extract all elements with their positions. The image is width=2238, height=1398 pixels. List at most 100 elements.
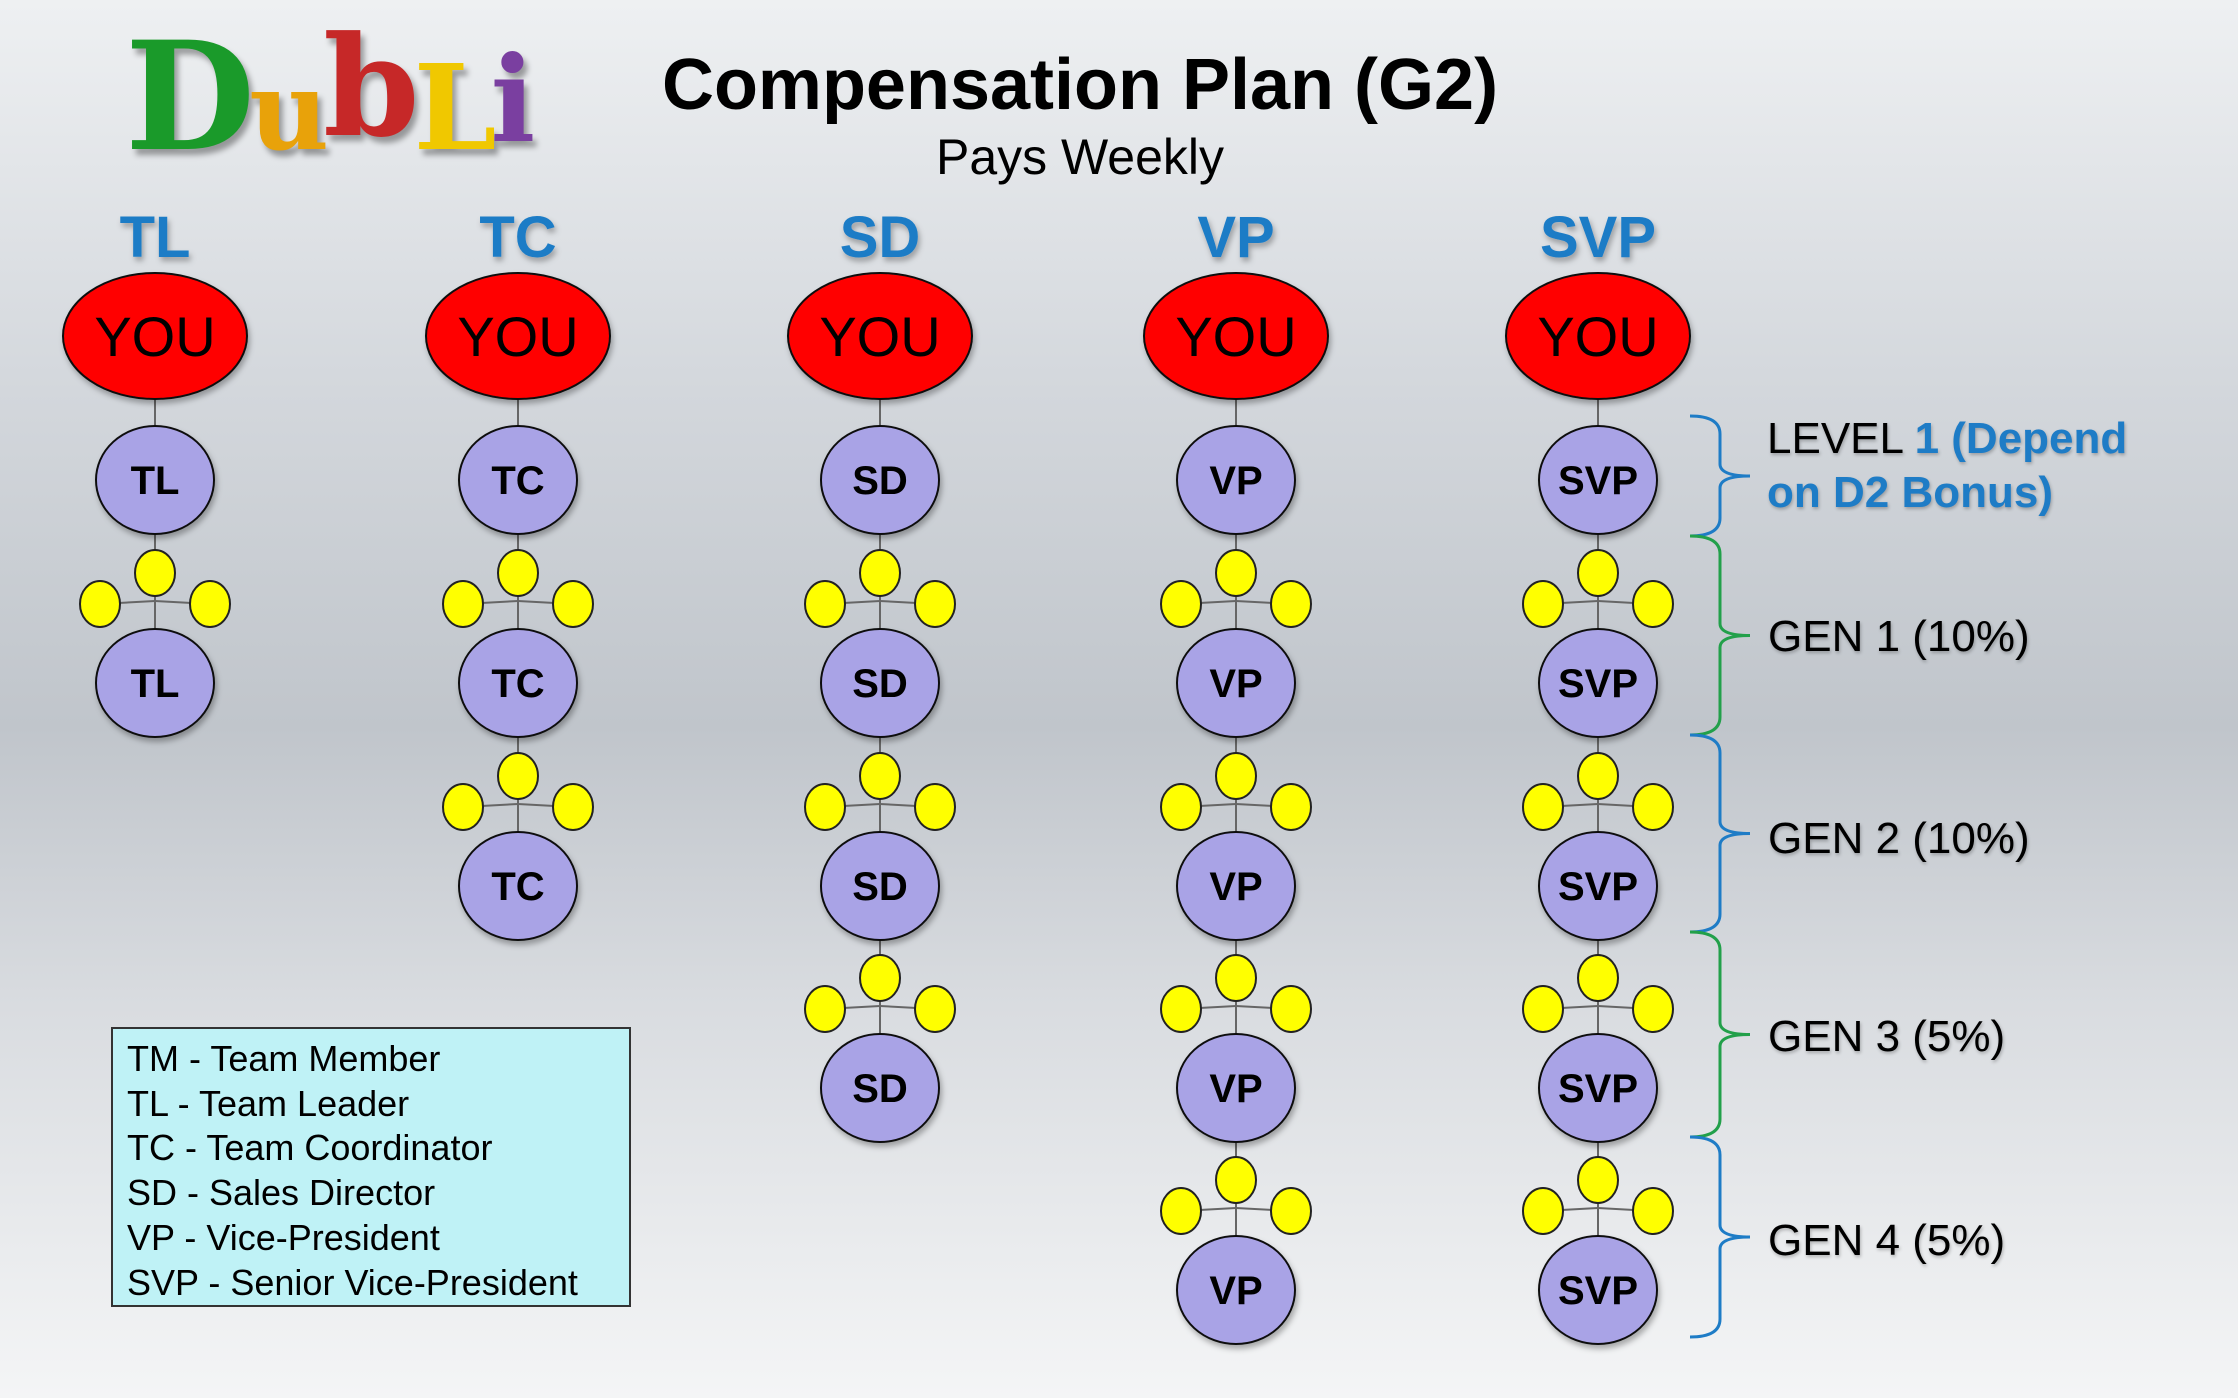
team-member-node — [1577, 1156, 1619, 1204]
level-label: GEN 4 (5%) — [1768, 1216, 2006, 1265]
you-node-label: YOU — [94, 305, 215, 368]
team-member-node — [1215, 549, 1257, 597]
rank-node-label: SVP — [1558, 1067, 1638, 1111]
you-node — [425, 272, 611, 400]
rank-node — [1176, 628, 1296, 738]
dubli-logo: DubLi — [125, 9, 536, 185]
logo-letter: i — [490, 30, 536, 169]
rank-node — [1538, 831, 1658, 941]
rank-node-label: TC — [491, 662, 544, 706]
level-brace — [1689, 414, 1751, 538]
rank-node — [458, 628, 578, 738]
team-member-node — [1270, 783, 1312, 831]
rank-node — [458, 831, 578, 941]
team-member-node — [1270, 1187, 1312, 1235]
level-label: on D2 Bonus) — [1767, 468, 2053, 517]
level-1-label: LEVEL 1 (Depend — [1767, 414, 2127, 464]
rank-node-label: SD — [852, 865, 908, 909]
you-node — [787, 272, 973, 400]
team-member-node — [1215, 954, 1257, 1002]
team-member-node — [1215, 752, 1257, 800]
column-heading: VP — [1197, 205, 1274, 270]
rank-node — [820, 831, 940, 941]
team-member-node — [1160, 1187, 1202, 1235]
team-member-node — [1577, 954, 1619, 1002]
team-member-node — [914, 783, 956, 831]
logo-letter: D — [125, 9, 255, 185]
team-member-node — [1522, 783, 1564, 831]
team-member-node — [1522, 1187, 1564, 1235]
rank-node-label: TL — [131, 662, 180, 706]
page-subtitle: Pays Weekly — [935, 129, 1225, 185]
team-member-node — [442, 580, 484, 628]
rank-node-label: SD — [852, 662, 908, 706]
legend-item: TC - Team Coordinator — [127, 1127, 493, 1169]
team-member-node — [1160, 783, 1202, 831]
team-member-node — [1632, 1187, 1674, 1235]
level-brace — [1689, 1135, 1751, 1339]
rank-node — [1176, 1033, 1296, 1143]
team-member-node — [804, 985, 846, 1033]
logo-letter: b — [323, 5, 419, 168]
level-brace — [1689, 733, 1751, 934]
team-member-node — [1270, 985, 1312, 1033]
you-node — [62, 272, 248, 400]
you-node-label: YOU — [1175, 305, 1296, 368]
team-member-node — [914, 580, 956, 628]
rank-node-label: SD — [852, 1067, 908, 1111]
column-heading: SVP — [1540, 205, 1656, 270]
team-member-node — [1522, 985, 1564, 1033]
rank-node — [95, 425, 215, 535]
team-member-node — [1632, 985, 1674, 1033]
level-word: LEVEL — [1767, 414, 1915, 463]
team-member-node — [1160, 985, 1202, 1033]
team-member-node — [497, 549, 539, 597]
column-heading: TL — [120, 205, 191, 270]
rank-node-label: SVP — [1558, 459, 1638, 503]
team-member-node — [442, 783, 484, 831]
level-label: GEN 3 (5%) — [1768, 1012, 2006, 1061]
team-member-node — [134, 549, 176, 597]
rank-node-label: SVP — [1558, 1269, 1638, 1313]
rank-node — [1538, 425, 1658, 535]
level-label: GEN 1 (10%) — [1768, 612, 2030, 661]
team-member-node — [1632, 783, 1674, 831]
team-member-node — [1270, 580, 1312, 628]
team-member-node — [497, 752, 539, 800]
you-node-label: YOU — [819, 305, 940, 368]
level-brace — [1689, 534, 1751, 737]
legend-item: TL - Team Leader — [127, 1082, 410, 1124]
team-member-node — [1215, 1156, 1257, 1204]
rank-node — [820, 425, 940, 535]
team-member-node — [552, 580, 594, 628]
team-member-node — [804, 783, 846, 831]
team-member-node — [189, 580, 231, 628]
team-member-node — [79, 580, 121, 628]
legend-box: TM - Team Member TL - Team Leader TC - T… — [111, 1027, 631, 1307]
column-heading: TC — [479, 205, 556, 270]
level-brace — [1689, 930, 1751, 1139]
rank-node-label: VP — [1209, 459, 1262, 503]
legend-item: SD - Sales Director — [127, 1172, 436, 1214]
team-member-node — [552, 783, 594, 831]
you-node-label: YOU — [457, 305, 578, 368]
rank-node — [1538, 1235, 1658, 1345]
page-title: Compensation Plan (G2) — [661, 45, 1499, 125]
rank-node-label: TC — [491, 459, 544, 503]
rank-node — [1538, 628, 1658, 738]
rank-node-label: VP — [1209, 865, 1262, 909]
rank-node-label: SD — [852, 459, 908, 503]
rank-node — [1176, 425, 1296, 535]
logo-letter: L — [413, 38, 497, 177]
team-member-node — [914, 985, 956, 1033]
rank-node — [1538, 1033, 1658, 1143]
level-highlight: 1 (Depend — [1914, 414, 2128, 463]
logo-letter: u — [249, 46, 329, 175]
legend-item: VP - Vice-President — [127, 1216, 440, 1258]
rank-node-label: VP — [1209, 1067, 1262, 1111]
team-member-node — [859, 549, 901, 597]
rank-node-label: SVP — [1558, 662, 1638, 706]
rank-node-label: VP — [1209, 1269, 1262, 1313]
